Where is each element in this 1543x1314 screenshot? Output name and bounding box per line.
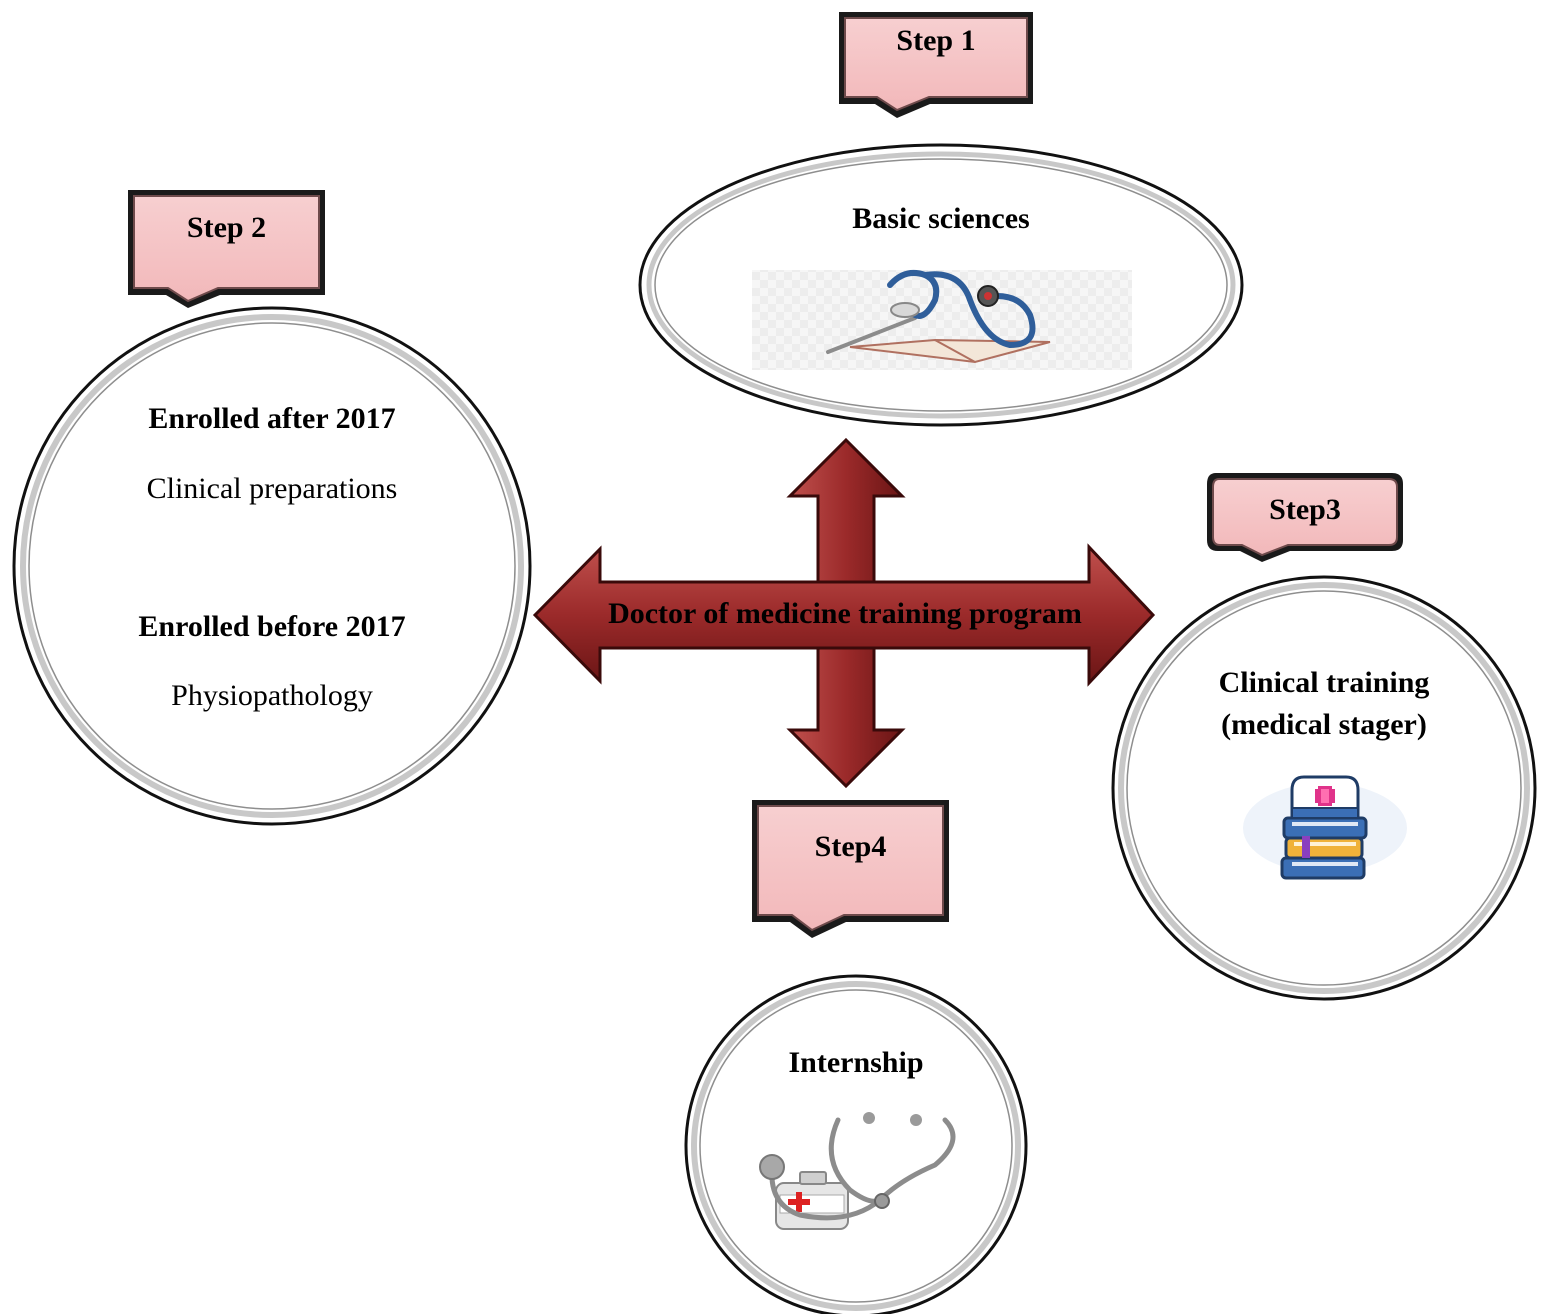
step4-label: Step4 [814,830,887,863]
step4-callout [752,800,949,938]
enrolled-before-text: Physiopathology [171,679,373,712]
horizontal-double-arrow [532,543,1156,687]
step2-callout [128,190,325,308]
stethoscope-book-icon [752,270,1132,370]
enrolled-after-heading: Enrolled after 2017 [148,402,396,435]
step3-label: Step3 [1269,493,1341,526]
nurse-cap-books-icon [1243,775,1407,880]
stethoscope-medicine-bottle-icon [759,1112,956,1230]
internship-title: Internship [788,1046,924,1079]
step2-label: Step 2 [186,211,267,244]
basic-sciences-title: Basic sciences [852,202,1030,235]
enrolled-after-text: Clinical preparations [146,472,398,505]
step1-callout [839,12,1033,118]
step2-circle [12,306,532,826]
step1-label: Step 1 [896,24,976,57]
step3-callout [1207,473,1403,562]
center-title: Doctor of medicine training program [608,597,1082,630]
internship-circle [684,974,1028,1314]
enrolled-before-heading: Enrolled before 2017 [138,610,406,643]
center-cross-arrow [532,437,1156,789]
clinical-training-title: Clinical training [1218,666,1430,699]
clinical-training-subtitle: (medical stager) [1221,708,1427,741]
